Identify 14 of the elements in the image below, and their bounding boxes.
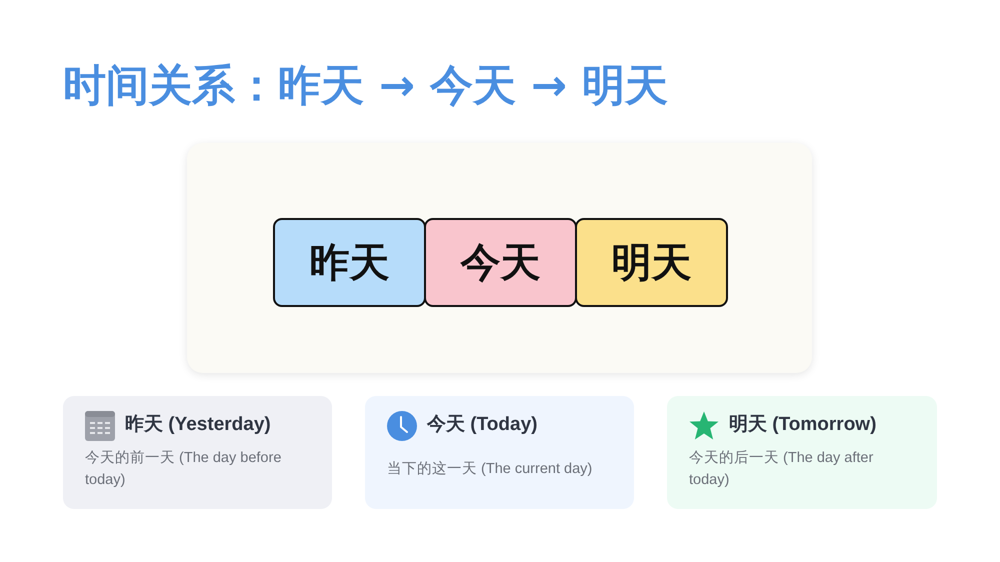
- title: 时间关系：昨天 → 今天 → 明天: [63, 60, 668, 112]
- card-heading: 今天 (Today): [427, 413, 538, 437]
- card-description: 今天的后一天 (The day after today): [689, 448, 874, 490]
- card-heading: 昨天 (Yesterday): [125, 413, 271, 437]
- info-card: [63, 396, 332, 509]
- day-box: 今天: [424, 218, 577, 307]
- card-heading: 明天 (Tomorrow): [729, 413, 876, 437]
- panel: [187, 143, 812, 373]
- day-box: 昨天: [273, 218, 426, 307]
- card-description: 当下的这一天 (The current day): [387, 460, 592, 478]
- info-card: [667, 396, 937, 509]
- day-box: 明天: [575, 218, 728, 307]
- card-description: 今天的前一天 (The day before today): [85, 448, 282, 490]
- info-card: [365, 396, 634, 509]
